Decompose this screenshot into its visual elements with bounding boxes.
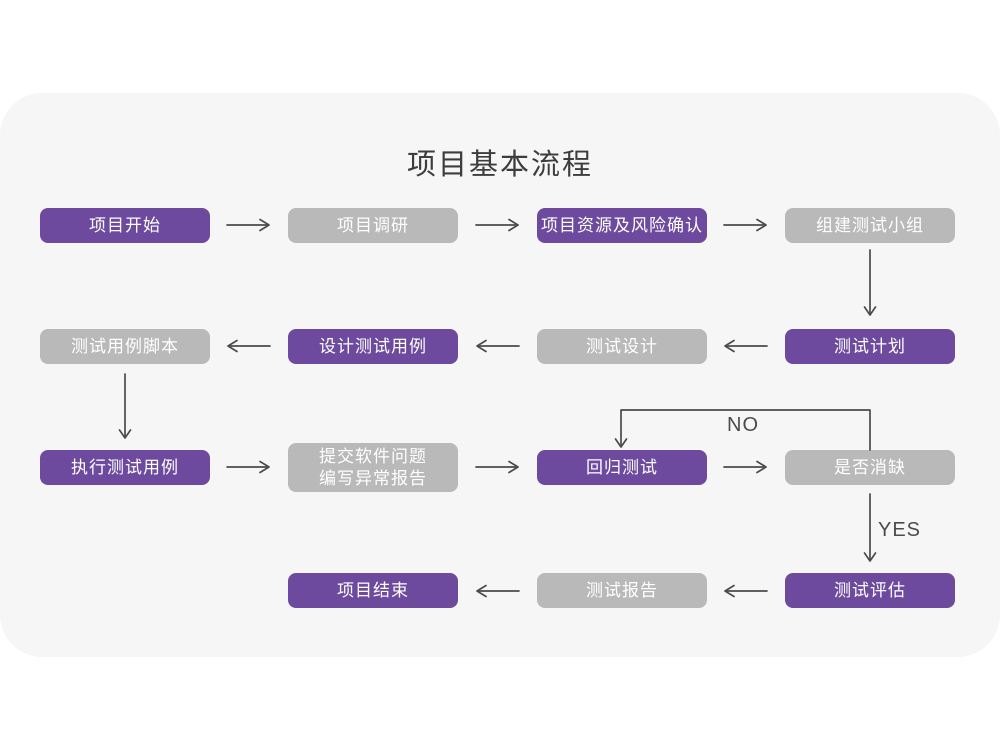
- node-project-start: 项目开始: [40, 208, 210, 243]
- node-submit-issue-report: 提交软件问题 编写异常报告: [288, 443, 458, 492]
- node-submit-issue-report-line2: 编写异常报告: [319, 468, 427, 488]
- edge-label-yes: YES: [878, 519, 922, 541]
- node-project-end: 项目结束: [288, 573, 458, 608]
- node-defect-cleared: 是否消缺: [785, 450, 955, 485]
- node-test-design: 测试设计: [537, 329, 707, 364]
- page-title: 项目基本流程: [406, 149, 593, 181]
- node-test-plan: 测试计划: [785, 329, 955, 364]
- node-submit-issue-report-line1: 提交软件问题: [319, 446, 427, 466]
- node-build-test-team: 组建测试小组: [785, 208, 955, 243]
- node-test-evaluation: 测试评估: [785, 573, 955, 608]
- node-execute-test-case: 执行测试用例: [40, 450, 210, 485]
- node-project-research: 项目调研: [288, 208, 458, 243]
- node-resources-risk-confirm: 项目资源及风险确认: [537, 208, 707, 243]
- flowchart-card: [0, 93, 1000, 657]
- node-design-test-case: 设计测试用例: [288, 329, 458, 364]
- node-regression-test: 回归测试: [537, 450, 707, 485]
- edge-label-no: NO: [727, 414, 759, 436]
- node-test-case-script: 测试用例脚本: [40, 329, 210, 364]
- node-test-report: 测试报告: [537, 573, 707, 608]
